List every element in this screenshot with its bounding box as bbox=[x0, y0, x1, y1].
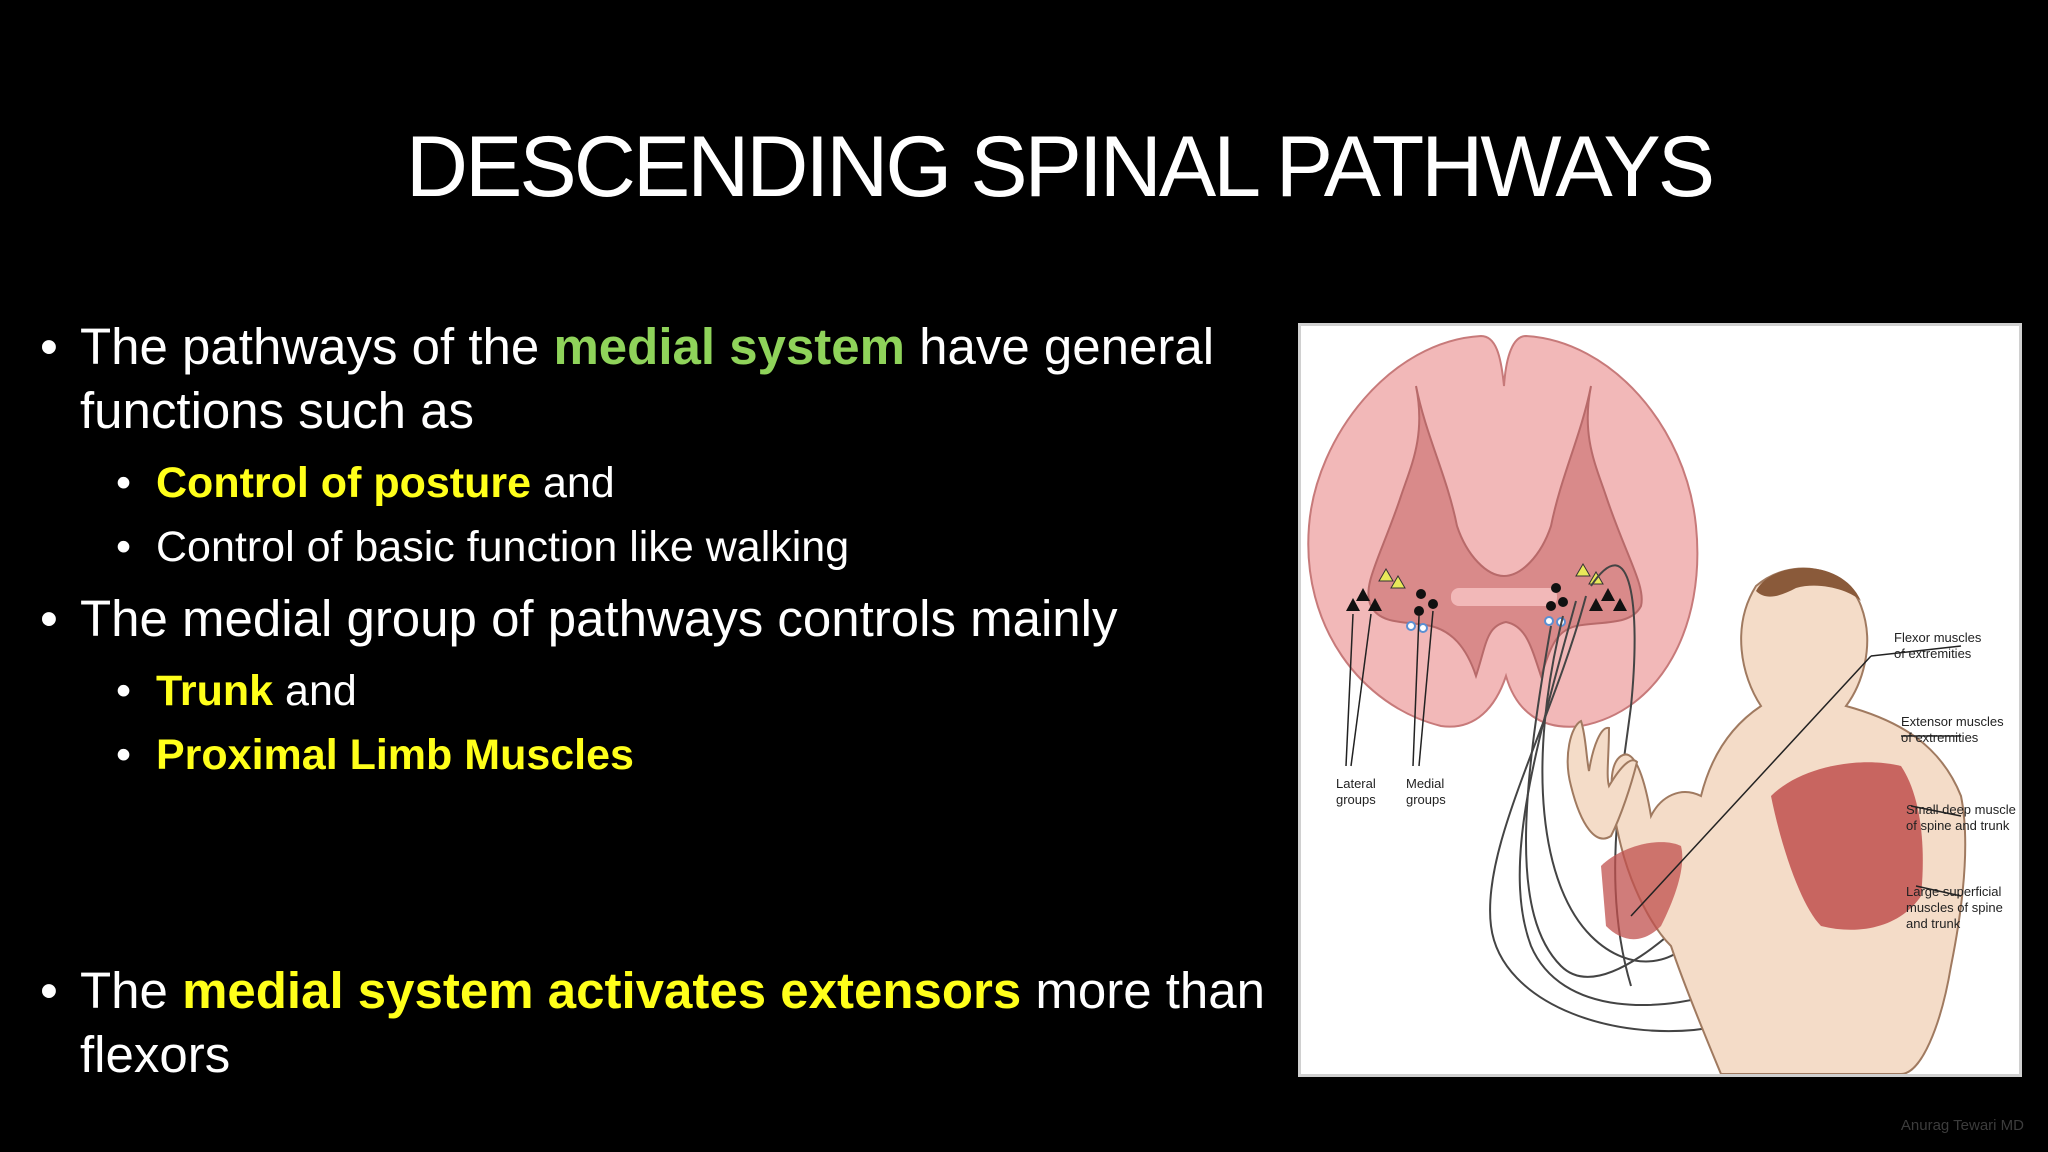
label-large-superficial: Large superficial bbox=[1906, 884, 2001, 899]
svg-text:Medial: Medial bbox=[1406, 776, 1444, 791]
bullet-text: The pathways of the bbox=[80, 318, 554, 375]
bullet-marker: • bbox=[116, 667, 132, 715]
bullet-marker: • bbox=[40, 318, 58, 375]
sub-bullet-text: Control of basic function like walking bbox=[156, 523, 850, 571]
highlight-posture: Control of posture bbox=[156, 459, 532, 507]
svg-text:Extensor muscles: Extensor muscles bbox=[1901, 714, 2004, 729]
svg-text:of extremities: of extremities bbox=[1901, 730, 1979, 745]
highlight-trunk: Trunk bbox=[156, 667, 274, 715]
bullet-marker: • bbox=[116, 523, 132, 571]
sub-bullet-trunk: • Trunk and bbox=[40, 659, 1300, 723]
hand bbox=[1566, 719, 1639, 840]
label-lateral-groups: Lateral bbox=[1336, 776, 1376, 791]
central-commissure bbox=[1451, 588, 1557, 606]
bullet-medial-group: • The medial group of pathways controls … bbox=[40, 587, 1300, 651]
spinal-cord-white-matter bbox=[1307, 334, 1699, 728]
label-small-deep-muscle: Small deep muscle bbox=[1906, 802, 2016, 817]
svg-text:Lateral: Lateral bbox=[1336, 776, 1376, 791]
svg-text:of extremities: of extremities bbox=[1894, 646, 1972, 661]
bullet-medial-system: • The pathways of the medial system have… bbox=[40, 315, 1300, 443]
author-credit: Anurag Tewari MD bbox=[1900, 1117, 2024, 1134]
label-extensor-muscles: Extensor muscles bbox=[1901, 714, 2004, 729]
bullet-marker: • bbox=[40, 590, 58, 647]
bullet-text: have general functions such as bbox=[80, 318, 1215, 439]
svg-text:groups: groups bbox=[1336, 792, 1376, 807]
sub-bullet-text: and bbox=[273, 667, 357, 715]
sub-bullet-posture: • Control of posture and bbox=[40, 451, 1300, 515]
svg-text:groups: groups bbox=[1406, 792, 1446, 807]
medial-neurons-left bbox=[1406, 589, 1438, 633]
bullet-text: more than flexors bbox=[80, 962, 1265, 1083]
spacer bbox=[40, 787, 1300, 959]
svg-text:Large superficial: Large superficial bbox=[1906, 884, 2001, 899]
bullet-extensors: • The medial system activates extensors … bbox=[40, 959, 1300, 1087]
back-muscles bbox=[1771, 762, 1923, 930]
bullet-list: • The pathways of the medial system have… bbox=[40, 315, 1300, 1095]
lateral-neurons-left bbox=[1346, 568, 1406, 611]
svg-text:Small deep muscle: Small deep muscle bbox=[1906, 802, 2016, 817]
bullet-marker: • bbox=[116, 459, 132, 507]
bullet-text: The medial group of pathways controls ma… bbox=[80, 590, 1118, 647]
bullet-text: The bbox=[80, 962, 183, 1019]
sub-bullet-text: and bbox=[531, 459, 615, 507]
label-flexor-muscles: Flexor muscles bbox=[1894, 630, 1982, 645]
bullet-marker: • bbox=[116, 731, 132, 779]
label-medial-groups: Medial bbox=[1406, 776, 1444, 791]
hair bbox=[1756, 567, 1861, 601]
sub-bullet-proximal: • Proximal Limb Muscles bbox=[40, 723, 1300, 787]
svg-text:and trunk: and trunk bbox=[1906, 916, 1961, 931]
highlight-medial-system: medial system bbox=[553, 318, 905, 375]
svg-text:of spine and trunk: of spine and trunk bbox=[1906, 818, 2010, 833]
arm-muscles bbox=[1601, 842, 1683, 940]
spinal-cord-illustration: Lateral groups Medial groups Flexor musc… bbox=[1298, 323, 2022, 1077]
slide-title: DESCENDING SPINAL PATHWAYS bbox=[405, 119, 1715, 215]
highlight-extensors: medial system activates extensors bbox=[182, 962, 1022, 1019]
bullet-marker: • bbox=[40, 962, 58, 1019]
svg-text:muscles of spine: muscles of spine bbox=[1906, 900, 2003, 915]
svg-text:Flexor muscles: Flexor muscles bbox=[1894, 630, 1982, 645]
highlight-proximal-limb: Proximal Limb Muscles bbox=[156, 731, 634, 779]
sub-bullet-walking: • Control of basic function like walking bbox=[40, 515, 1300, 579]
